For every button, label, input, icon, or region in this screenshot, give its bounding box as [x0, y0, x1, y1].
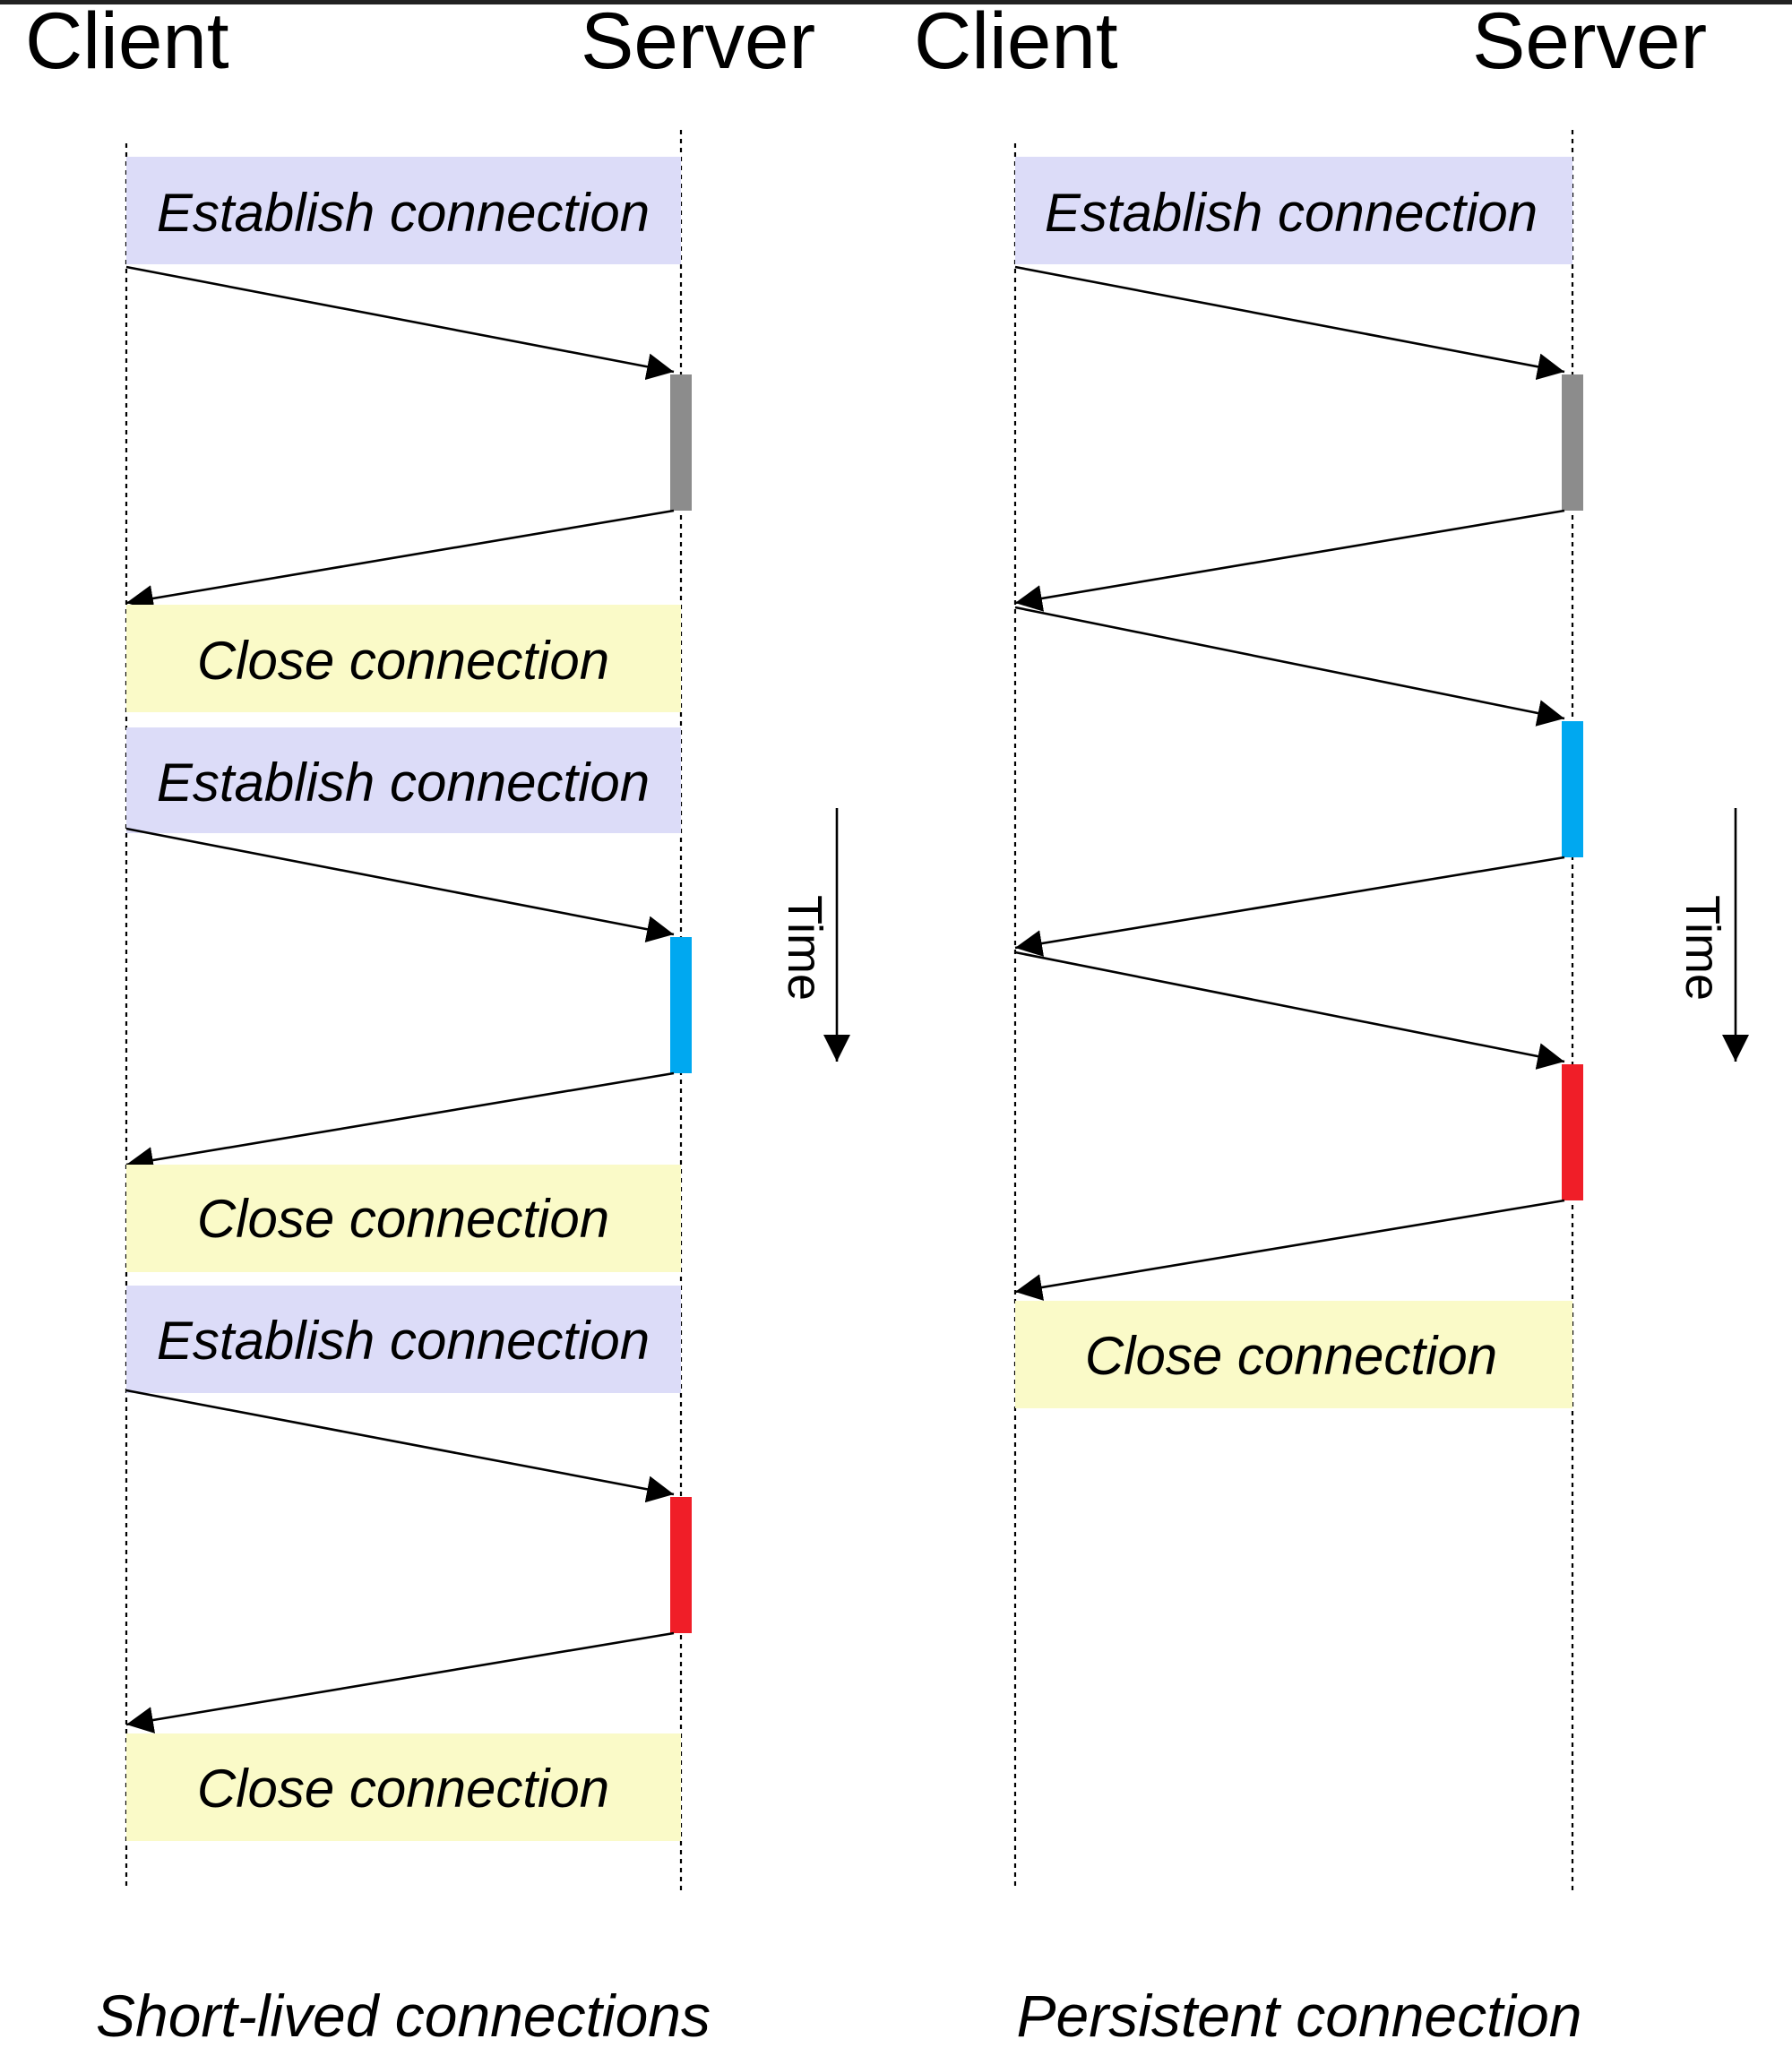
server-heading: Server — [581, 0, 815, 85]
response-arrow — [125, 1071, 675, 1174]
panel-caption: Short-lived connections — [96, 1983, 711, 2049]
panel-short-lived: Client Server Establish connection Close… — [25, 0, 850, 2049]
close-connection-block — [126, 1733, 681, 1841]
server-processing-block — [1562, 721, 1583, 857]
response-arrow — [125, 1631, 675, 1733]
close-connection-label: Close connection — [197, 631, 609, 691]
response-arrow — [1014, 509, 1565, 612]
establish-connection-label: Establish connection — [157, 183, 650, 243]
close-connection-block — [126, 605, 681, 712]
close-connection-label: Close connection — [197, 1759, 609, 1819]
close-connection-label: Close connection — [1085, 1326, 1497, 1386]
response-arrow — [1014, 1199, 1565, 1301]
close-connection-block — [126, 1165, 681, 1272]
server-processing-block — [1562, 374, 1583, 511]
server-processing-block — [1562, 1064, 1583, 1200]
time-label: Time — [1676, 895, 1729, 1001]
panel-caption: Persistent connection — [1016, 1983, 1581, 2049]
client-heading: Client — [25, 0, 229, 85]
response-arrow — [125, 509, 675, 612]
request-arrow — [1014, 951, 1565, 1070]
request-arrow — [125, 265, 675, 381]
request-arrow — [1014, 606, 1565, 727]
server-processing-block — [670, 937, 692, 1073]
close-connection-block — [1015, 1301, 1572, 1408]
establish-connection-block — [126, 157, 681, 264]
establish-connection-label: Establish connection — [157, 753, 650, 813]
request-arrow — [125, 827, 675, 943]
establish-connection-label: Establish connection — [157, 1311, 650, 1371]
client-heading: Client — [914, 0, 1118, 85]
server-heading: Server — [1472, 0, 1707, 85]
response-arrow — [1014, 856, 1565, 957]
request-arrow — [1014, 265, 1565, 381]
close-connection-label: Close connection — [197, 1189, 609, 1249]
establish-connection-block — [1015, 157, 1572, 264]
establish-connection-label: Establish connection — [1045, 183, 1538, 243]
time-label: Time — [778, 895, 831, 1001]
server-processing-block — [670, 1497, 692, 1633]
establish-connection-block — [126, 727, 681, 833]
request-arrow — [125, 1389, 675, 1503]
establish-connection-block — [126, 1286, 681, 1393]
top-border — [0, 0, 1792, 4]
server-processing-block — [670, 374, 692, 511]
panel-persistent: Client Server Establish connection Close… — [914, 0, 1749, 2049]
